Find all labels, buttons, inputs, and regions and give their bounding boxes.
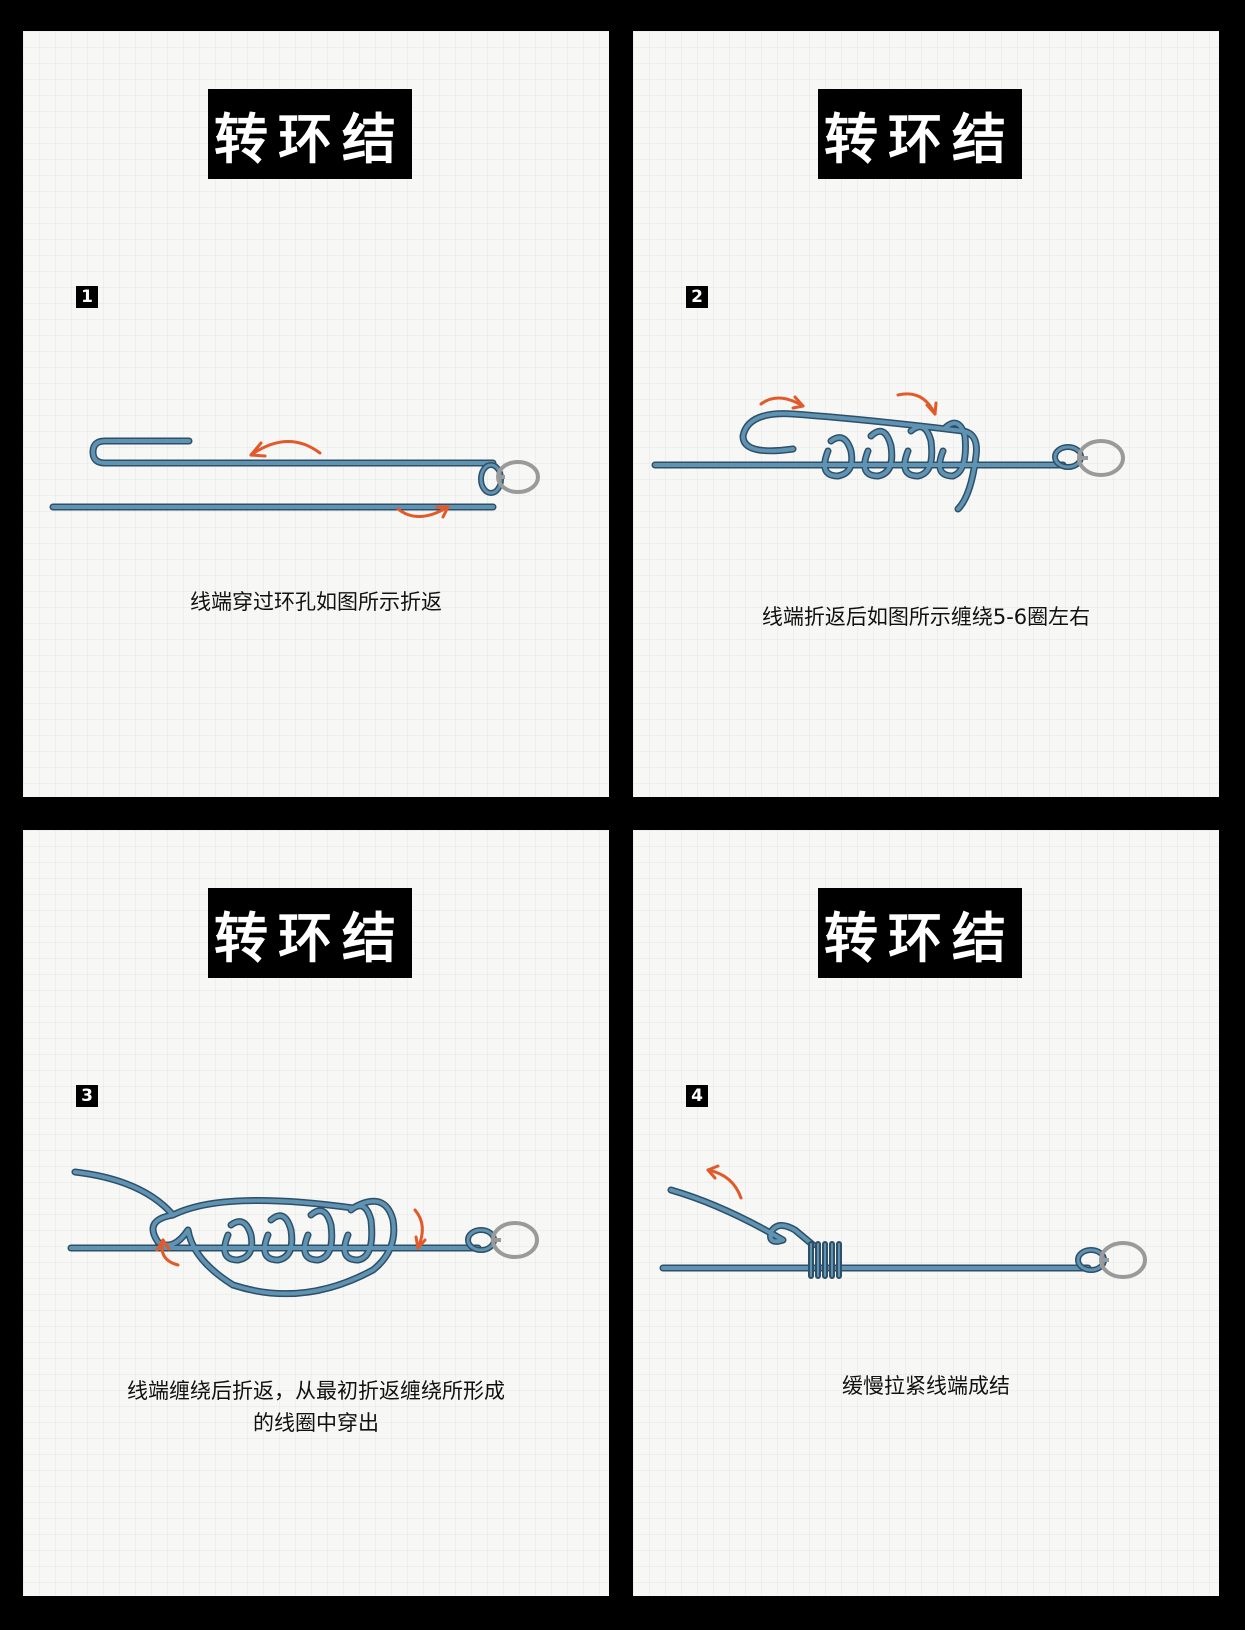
instruction-caption: 线端穿过环孔如图所示折返 xyxy=(190,590,442,614)
fishing-line xyxy=(49,437,504,511)
direction-arrow-icon xyxy=(706,1164,743,1200)
step-1-panel: 转环结 1 线端穿过环孔如图所示折返 xyxy=(23,31,609,797)
step-4-panel: 转环结 4 缓慢拉紧线端成结 xyxy=(633,830,1219,1596)
panel-title: 转环结 xyxy=(208,89,412,179)
direction-arrow-icon xyxy=(249,440,450,519)
step-4-diagram xyxy=(659,1164,1147,1279)
instruction-caption: 缓慢拉紧线端成结 xyxy=(842,1374,1010,1398)
step-3-panel: 转环结 3 线端缠绕后折返，从最初折返缠绕所形成 的线圈中穿出 xyxy=(23,830,609,1596)
step-2-diagram xyxy=(651,392,1125,513)
step-number-badge: 4 xyxy=(686,1085,708,1107)
step-1-diagram xyxy=(49,437,540,519)
step-number-badge: 3 xyxy=(76,1085,98,1107)
panel-title: 转环结 xyxy=(208,888,412,978)
direction-arrow-icon xyxy=(155,1208,427,1267)
fishing-line xyxy=(659,1186,1107,1279)
caption-line: 线端缠绕后折返，从最初折返缠绕所形成 xyxy=(127,1379,505,1403)
swivel-icon xyxy=(1099,1241,1147,1279)
swivel-icon xyxy=(496,460,540,494)
tight-wraps xyxy=(808,1241,842,1279)
fishing-line xyxy=(651,410,1084,513)
fishing-line xyxy=(67,1168,497,1298)
step-number-badge: 2 xyxy=(686,286,708,308)
swivel-icon xyxy=(491,1221,539,1259)
direction-arrow-icon xyxy=(759,392,938,416)
instruction-caption: 线端折返后如图所示缠绕5-6圈左右 xyxy=(761,605,1091,629)
step-3-diagram xyxy=(67,1168,539,1298)
caption-line: 的线圈中穿出 xyxy=(253,1411,379,1435)
panel-title: 转环结 xyxy=(818,89,1022,179)
panel-title: 转环结 xyxy=(818,888,1022,978)
instruction-caption: 线端缠绕后折返，从最初折返缠绕所形成 的线圈中穿出 xyxy=(43,1375,589,1439)
step-number-badge: 1 xyxy=(76,286,98,308)
step-2-panel: 转环结 2 线端折返后如图所示缠绕5-6圈左右 xyxy=(633,31,1219,797)
swivel-icon xyxy=(1077,439,1125,477)
